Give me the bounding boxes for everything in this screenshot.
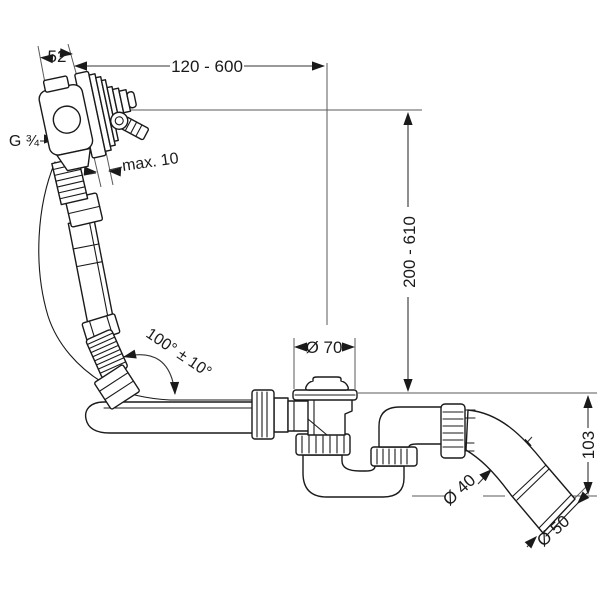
tee-nut-left — [251, 389, 275, 440]
overflow-tube — [67, 217, 115, 325]
overflow-valve-unit — [38, 70, 150, 172]
dim-dia-70: Ø 70 — [306, 338, 343, 357]
control-cable — [38, 161, 254, 401]
dim-range-200-610: 200 - 610 — [400, 216, 419, 288]
valve-port — [52, 105, 82, 134]
outlet-union-nut — [440, 403, 466, 459]
waste-assembly — [251, 376, 579, 537]
riser-elbow — [378, 406, 444, 448]
waste-cap — [305, 376, 349, 391]
waste-nut-lower — [295, 433, 351, 456]
waste-body — [307, 397, 353, 436]
dim-width-52: 52 — [48, 47, 67, 66]
trap-nut-right — [370, 446, 418, 467]
outlet-bend — [465, 409, 576, 534]
waste-flange — [292, 389, 358, 401]
dim-range-120-600: 120 - 600 — [171, 57, 243, 76]
cap-knob — [126, 91, 137, 109]
dim-angle-100-10: 100° ± 10° — [143, 325, 215, 381]
overflow-pipe — [84, 401, 254, 434]
dim-dia-40: Ø 40 — [439, 471, 479, 510]
tee-connector — [273, 397, 289, 433]
valve-taper — [56, 147, 92, 172]
dim-thread-g34: G ¾ — [9, 133, 40, 150]
dim-height-103: 103 — [579, 431, 598, 459]
dim-wall-max-10: max. 10 — [121, 150, 180, 175]
barb-pivot — [110, 111, 129, 130]
pipe-elbow-nut — [94, 364, 140, 410]
valve-top-step — [42, 75, 70, 93]
